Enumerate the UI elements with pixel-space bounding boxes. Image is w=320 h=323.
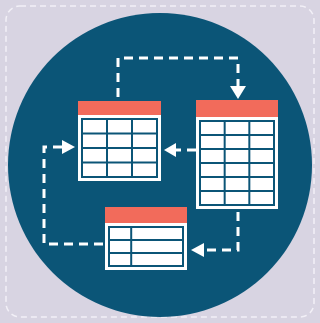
connector-arrowheads	[62, 86, 246, 257]
table-header	[196, 100, 278, 117]
bottom-table	[105, 207, 187, 270]
connectors	[42, 56, 240, 252]
icon-frame	[5, 5, 315, 318]
top-left-table	[78, 101, 161, 181]
connector-right-to-bottom	[204, 212, 240, 252]
connector-bottom-to-top-left	[42, 145, 103, 246]
table-header	[105, 207, 187, 223]
arrowhead-left-icon	[164, 143, 176, 157]
table-grid-border	[108, 226, 184, 267]
arrowhead-right-icon	[62, 140, 75, 154]
connector-top-left-to-right	[116, 56, 240, 97]
tables	[78, 100, 278, 270]
table-header	[78, 101, 161, 115]
arrowhead-down-icon	[230, 86, 246, 99]
arrowhead-left-icon	[191, 243, 204, 257]
right-table	[196, 100, 278, 209]
